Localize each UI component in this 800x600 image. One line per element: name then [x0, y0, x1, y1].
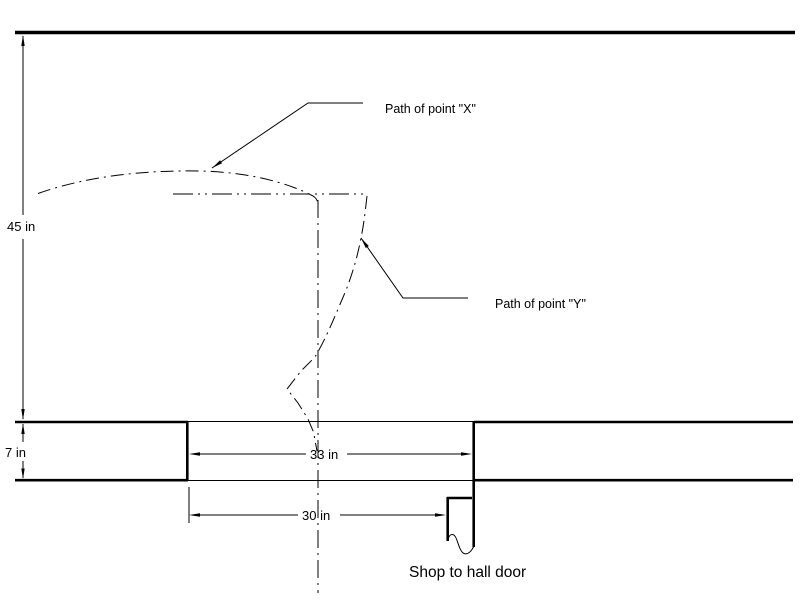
door-label: Shop to hall door: [409, 564, 526, 581]
door-symbol: [446, 481, 476, 555]
path-x-curve: [37, 170, 319, 208]
path-x-leader: [211, 102, 363, 169]
dimension-30in-right-arrowhead: [435, 513, 446, 517]
wall-right: [472, 420, 793, 482]
dimension-33in-left-arrowhead: [189, 452, 200, 456]
opening-lines: [188, 421, 473, 481]
dimension-45in: [21, 35, 25, 420]
path-x-leader-arrowhead: [212, 160, 223, 168]
dimension-33in-right-arrowhead: [461, 452, 472, 456]
path-y-leader: [360, 237, 468, 299]
door-break-squiggle: [447, 534, 475, 555]
dimension-45in-label: 45 in: [7, 219, 35, 234]
dimension-45in-down-arrowhead: [21, 409, 25, 420]
path-x-leader-line: [211, 102, 363, 169]
dimension-30in: [188, 487, 446, 523]
dimension-7in-label: 7 in: [5, 445, 26, 460]
path-y-leader-line: [360, 237, 468, 299]
path-y-callout-label: Path of point "Y": [495, 297, 586, 311]
dimension-7in-down-arrowhead: [21, 468, 25, 479]
path-x-callout-label: Path of point "X": [385, 102, 476, 116]
dimension-7in: [21, 423, 25, 479]
dimension-7in-up-arrowhead: [21, 423, 25, 434]
dimension-30in-left-arrowhead: [189, 513, 200, 517]
wall-left: [15, 420, 189, 482]
path-y-leader-arrowhead: [361, 238, 369, 248]
dimension-33in-label: 33 in: [310, 447, 338, 462]
dimension-45in-up-arrowhead: [21, 35, 25, 46]
dimension-33in: [189, 452, 472, 456]
path-y-curve: [286, 195, 368, 452]
dimension-30in-label: 30 in: [302, 508, 330, 523]
